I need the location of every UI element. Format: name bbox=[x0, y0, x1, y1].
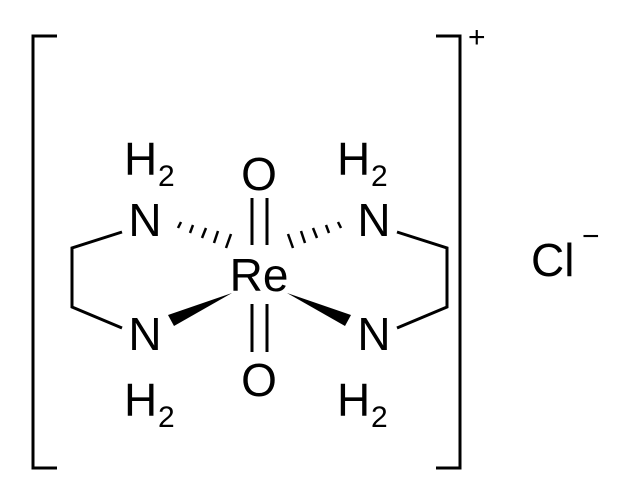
chloride-charge-label: − bbox=[582, 220, 600, 253]
hydrogen-label: H bbox=[124, 133, 157, 185]
complex-charge-label: + bbox=[468, 21, 486, 54]
right-bracket bbox=[436, 34, 462, 470]
h2-upper-left: H 2 bbox=[124, 133, 175, 193]
oxygen-bottom-label: O bbox=[241, 354, 277, 406]
hydrogen-label: H bbox=[124, 374, 157, 426]
hydrogen-subscript: 2 bbox=[158, 401, 175, 434]
wedge-bond-lower-left bbox=[168, 293, 232, 326]
nitrogen-upper-left-label: N bbox=[128, 194, 161, 246]
h2-upper-right: H 2 bbox=[337, 133, 388, 193]
hashed-bond-upper-left bbox=[176, 221, 233, 249]
h2-lower-right: H 2 bbox=[337, 374, 388, 434]
rhenium-label: Re bbox=[230, 249, 289, 301]
oxo-double-bond-bottom bbox=[250, 304, 269, 352]
oxo-double-bond-top bbox=[250, 198, 269, 245]
hydrogen-subscript: 2 bbox=[371, 160, 388, 193]
hydrogen-subscript: 2 bbox=[371, 401, 388, 434]
h2-lower-left: H 2 bbox=[124, 374, 175, 434]
wedge-bond-lower-right bbox=[287, 293, 351, 326]
hashed-bond-upper-right bbox=[286, 221, 343, 249]
chloride-label: Cl bbox=[531, 234, 574, 286]
ethylene-bridge-left bbox=[70, 230, 123, 330]
hydrogen-subscript: 2 bbox=[158, 160, 175, 193]
nitrogen-lower-left-label: N bbox=[128, 308, 161, 360]
hydrogen-label: H bbox=[337, 133, 370, 185]
left-bracket bbox=[31, 34, 57, 470]
nitrogen-lower-right-label: N bbox=[357, 308, 390, 360]
hydrogen-label: H bbox=[337, 374, 370, 426]
ethylene-bridge-right bbox=[396, 230, 449, 330]
oxygen-top-label: O bbox=[241, 148, 277, 200]
nitrogen-upper-right-label: N bbox=[357, 194, 390, 246]
